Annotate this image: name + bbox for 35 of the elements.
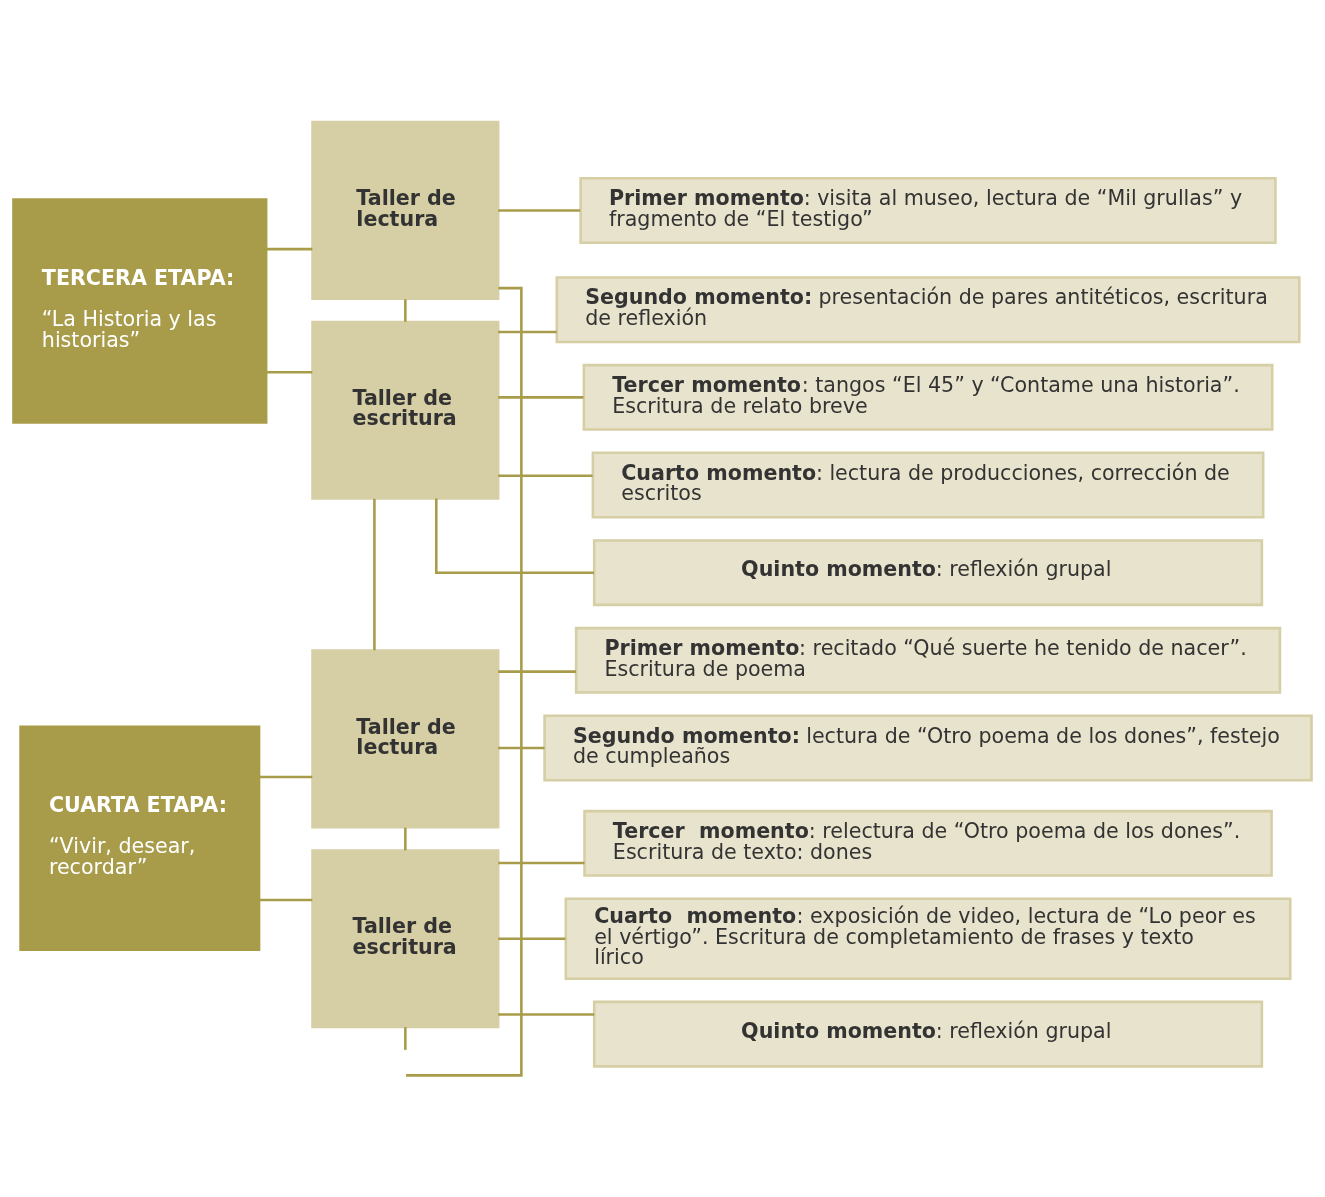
node-box: Segundo momento: lectura de “Otro poema de los dones”, festejo de cumpleaños (543, 713, 1313, 781)
connector (498, 746, 545, 749)
connector (498, 395, 584, 399)
node-box: Segundo momento: presentación de pares antitéticos, escritura de reflexión (555, 275, 1301, 343)
connector (498, 208, 581, 212)
node-box: Quinto momento: reflexión grupal (592, 538, 1264, 606)
connector (498, 669, 576, 673)
node-box: Tercer momento: tangos “El 45” y “Contame una historia”. Escritura de relato breve (582, 363, 1274, 431)
connector (373, 498, 376, 650)
node-box: Taller de lectura (311, 120, 500, 300)
node-box: Primer momento: visita al museo, lectura de “Mil grullas” y fragmento de “El testigo” (579, 176, 1277, 244)
connector (498, 1012, 595, 1016)
connector (435, 498, 594, 574)
connector (404, 298, 407, 322)
node-box: Taller de lectura (311, 648, 500, 829)
connector (498, 861, 585, 864)
connector (266, 247, 313, 250)
connector (259, 898, 313, 901)
node-box: TERCERA ETAPA: “La Historia y las historias” (12, 197, 268, 424)
node-box: Taller de escritura (311, 848, 500, 1028)
connector (259, 775, 313, 778)
connector (404, 827, 407, 850)
connector (406, 286, 523, 1077)
connector (404, 1026, 407, 1050)
node-box: Cuarto momento: lectura de producciones, corrección de escritos (591, 451, 1265, 519)
node-box: Taller de escritura (311, 320, 500, 500)
connector (498, 330, 557, 333)
node-box: Tercer momento: relectura de “Otro poema de los dones”. Escritura de texto: dones (583, 809, 1273, 877)
node-box: Cuarto momento: exposición de video, lectura de “Lo peor es el vértigo”. Escritura de completamiento de frases y texto lírico (564, 897, 1292, 980)
node-box: Quinto momento: reflexión grupal (592, 1000, 1264, 1068)
connector (498, 936, 566, 940)
connector (498, 473, 593, 477)
node-box: CUARTA ETAPA: “Vivir, desear, recordar” (19, 724, 261, 951)
connector (266, 370, 313, 373)
node-box: Primer momento: recitado “Qué suerte he tenido de nacer”. Escritura de poema (574, 626, 1282, 694)
